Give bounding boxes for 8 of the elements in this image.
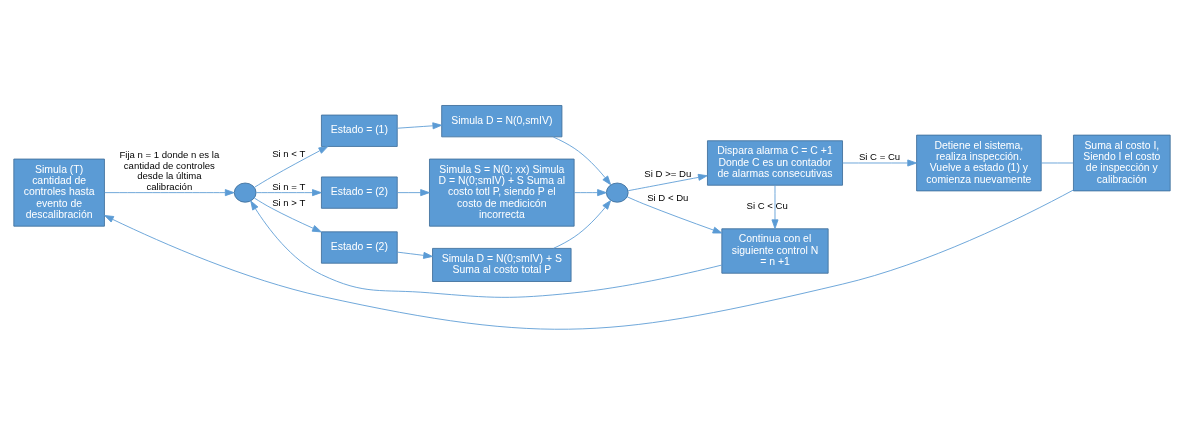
edge-label: Si C = Cu: [858, 150, 901, 162]
edge-label: Si D >= Du: [644, 167, 692, 179]
edge-label: Si n > T: [272, 196, 306, 208]
edge-label: Si n < T: [272, 147, 306, 159]
edge-label: Si n = T: [272, 180, 306, 192]
edge-label: Fija n = 1 donde n es la cantidad de controles desde la última calibración: [119, 148, 220, 192]
edge-label: Si C < Cu: [746, 199, 788, 211]
edge-label: Si D < Du: [647, 191, 689, 203]
